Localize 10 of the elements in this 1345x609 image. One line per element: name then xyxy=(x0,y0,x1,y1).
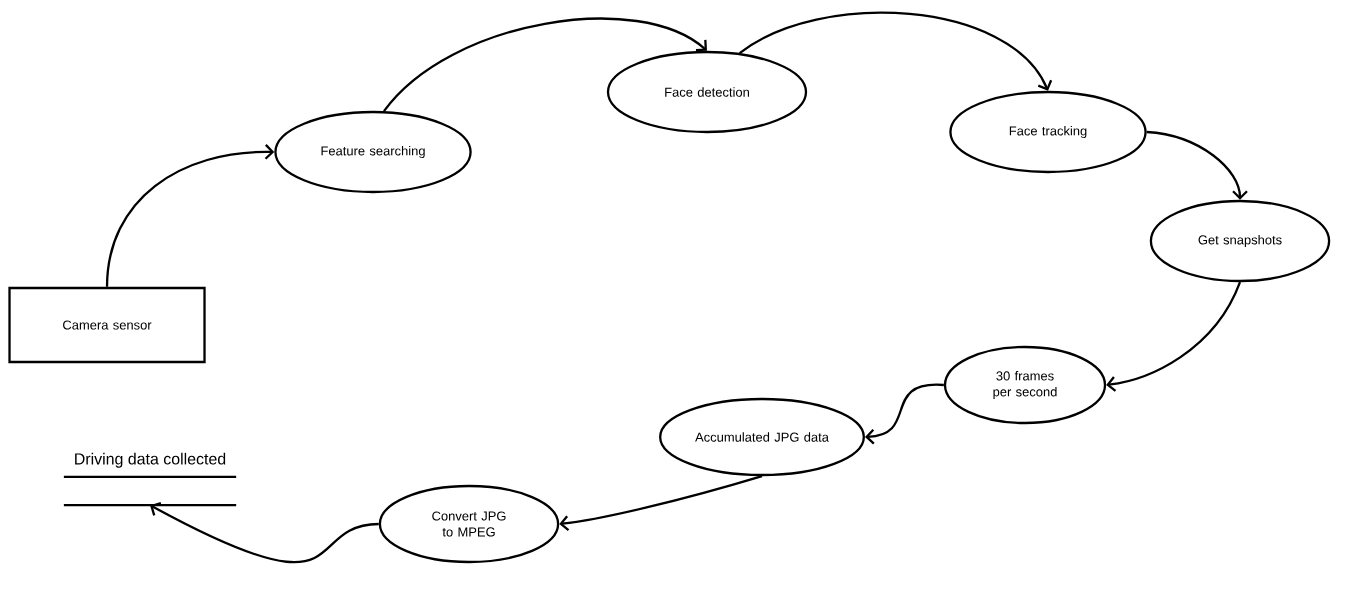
data-store: Driving data collected xyxy=(63,452,237,507)
arrow xyxy=(1106,281,1242,392)
arrow xyxy=(865,383,944,445)
arrow xyxy=(739,11,1053,91)
arrow xyxy=(150,502,379,563)
process-box: Camera sensor xyxy=(8,286,206,364)
arrow xyxy=(383,17,707,112)
arrow xyxy=(105,144,275,287)
arrow xyxy=(1146,130,1248,200)
arrow xyxy=(559,475,763,531)
